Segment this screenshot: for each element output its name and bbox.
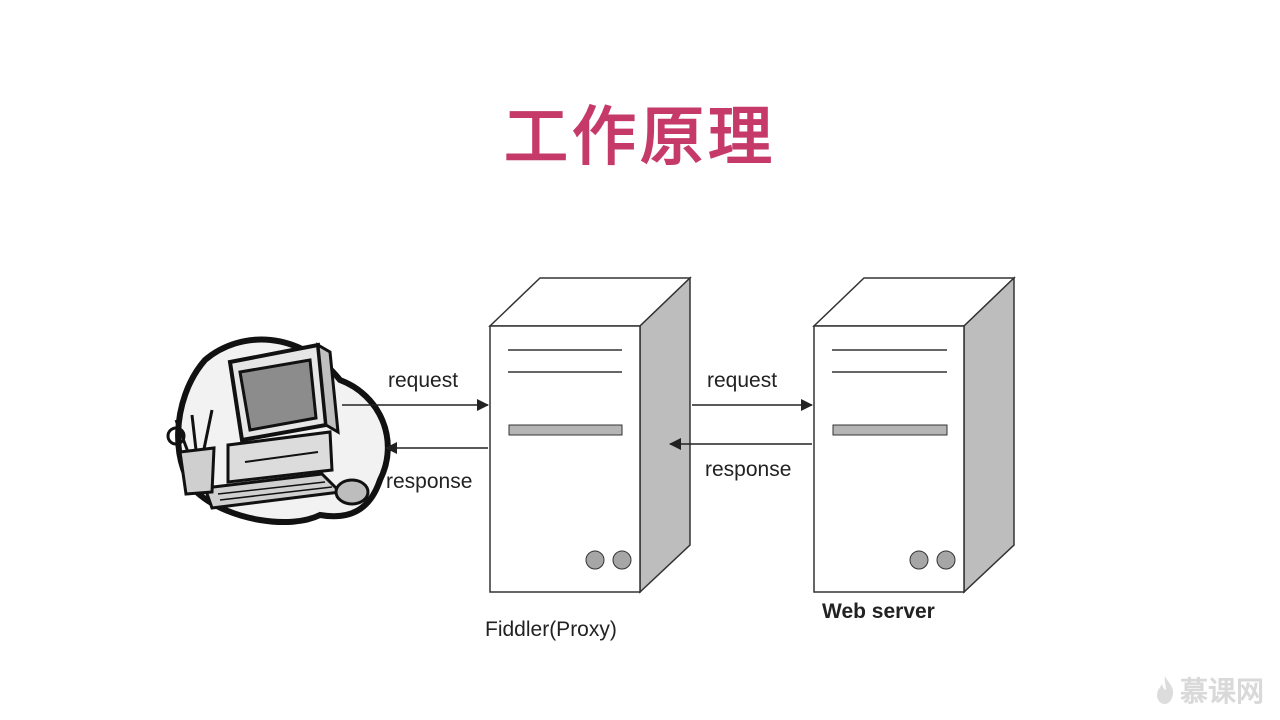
slide-title: 工作原理 [504,101,776,175]
proxy-label: Fiddler(Proxy) [485,618,617,641]
flame-icon [1156,676,1174,704]
response-label-2: response [705,458,791,481]
server-label: Web server [822,600,935,623]
web-server-icon [812,276,1016,594]
request-label-1: request [388,369,458,392]
proxy-server-icon [488,276,692,594]
client-computer-icon [166,336,391,526]
watermark: 慕课网 [1154,670,1264,710]
request-label-2: request [707,369,777,392]
response-label-1: response [386,470,472,493]
watermark-text: 慕课网 [1179,675,1264,708]
